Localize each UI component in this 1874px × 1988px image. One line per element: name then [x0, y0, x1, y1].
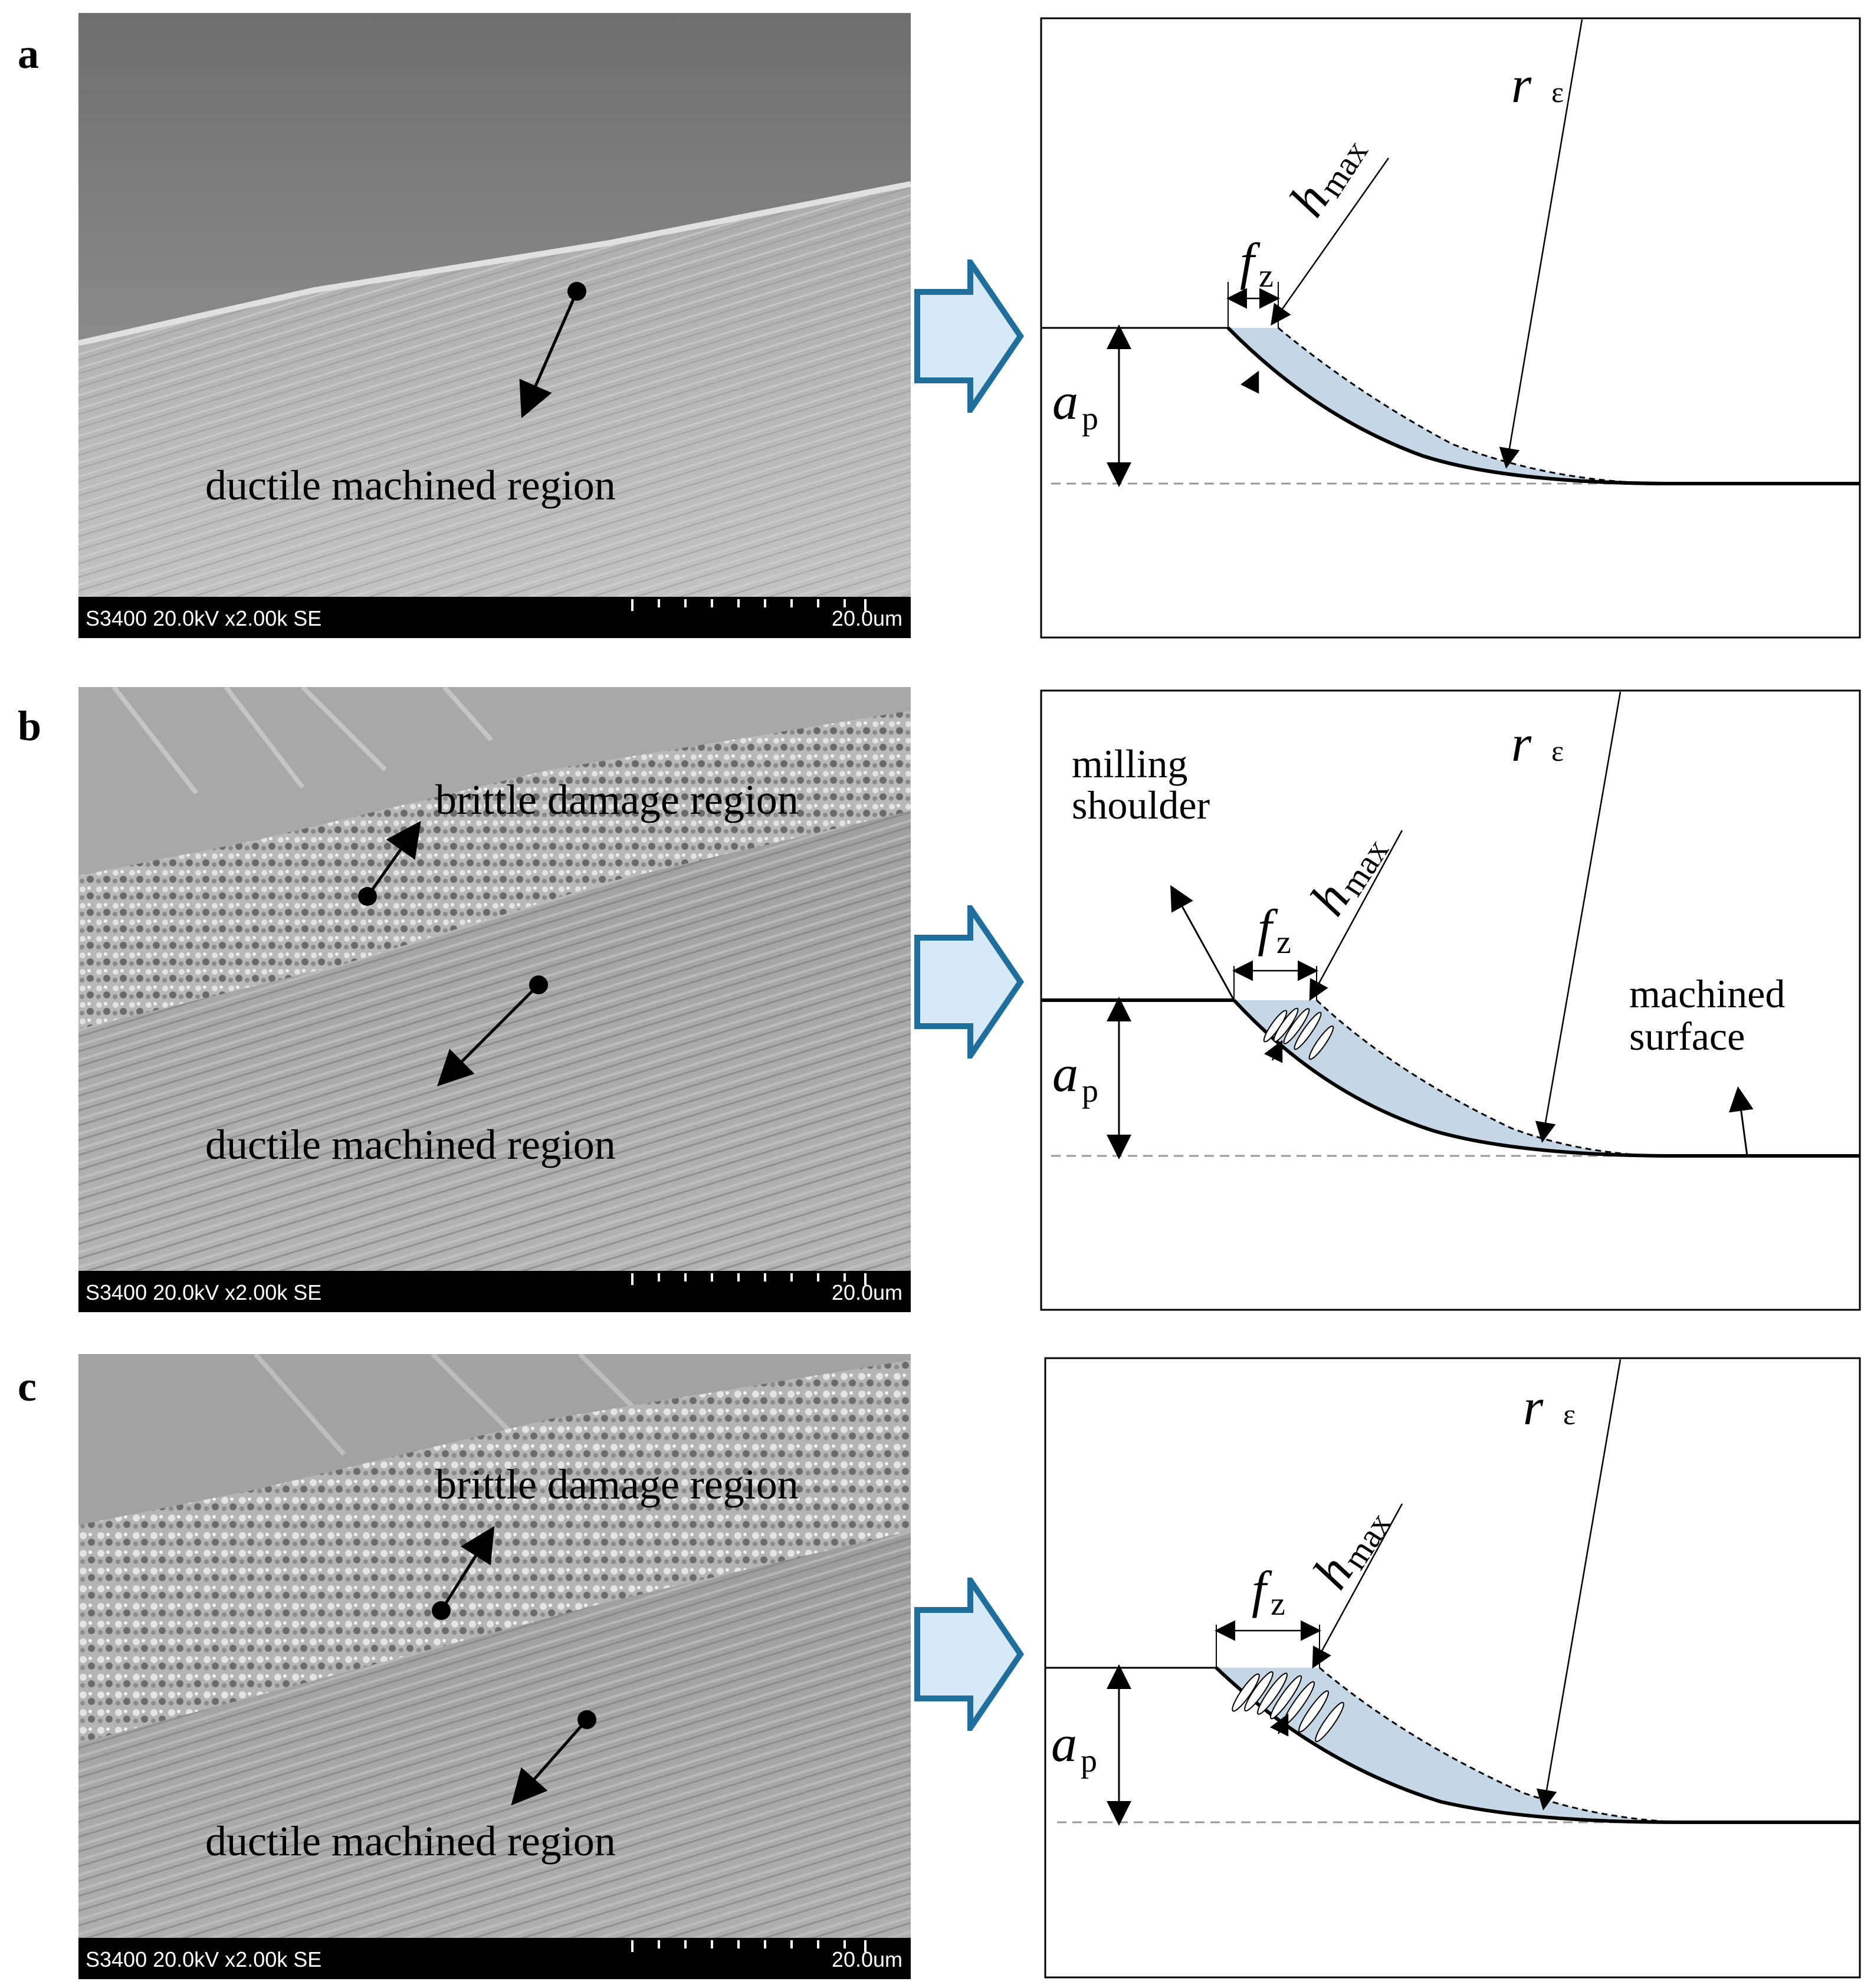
right-arrow-icon	[914, 1578, 1025, 1731]
right-arrow-icon	[914, 259, 1025, 413]
radius-arrow	[1499, 19, 1583, 469]
diagram-c: r ε h max f z a p	[1044, 1357, 1861, 1979]
label-r: r	[1523, 1379, 1544, 1436]
sem-info-bar: S3400 20.0kV x2.00k SE 20.0um	[78, 1938, 911, 1979]
label-epsilon: ε	[1551, 75, 1564, 109]
label-a: a	[1052, 373, 1078, 431]
label-epsilon: ε	[1551, 734, 1564, 767]
hmax-arrow	[1271, 157, 1390, 326]
label-a: a	[1051, 1716, 1077, 1773]
pointer-arrow	[436, 984, 540, 1087]
hmax-arrow	[1309, 830, 1403, 1001]
sem-scale-text: 20.0um	[831, 1947, 902, 1971]
scale-ticks	[631, 599, 867, 611]
chip-area	[1216, 1668, 1682, 1822]
label-r: r	[1511, 57, 1532, 114]
shoulder-pointer	[1170, 885, 1235, 1001]
label-z: z	[1276, 924, 1291, 961]
label-epsilon: ε	[1563, 1398, 1576, 1431]
right-arrow-icon	[914, 905, 1025, 1059]
panel-letter-a: a	[18, 30, 39, 77]
sem-info-bar: S3400 20.0kV x2.00k SE 20.0um	[78, 1271, 911, 1312]
pointer-arrow	[366, 820, 421, 898]
sem-texture	[78, 687, 911, 1312]
label-p: p	[1082, 400, 1098, 437]
sem-image-b: S3400 20.0kV x2.00k SE 20.0um brittle da…	[78, 687, 911, 1312]
label-brittle: brittle damage region	[435, 776, 799, 823]
sem-image-a: S3400 20.0kV x2.00k SE 20.0um ductile ma…	[78, 13, 911, 638]
label-z: z	[1271, 1586, 1285, 1622]
crack-marks	[1263, 1007, 1334, 1060]
pointer-arrow	[519, 290, 579, 419]
radius-arrow	[1535, 691, 1622, 1143]
hmax-arrow	[1312, 1503, 1403, 1669]
pointer-arrow	[439, 1526, 495, 1612]
panel-letter-c: c	[18, 1363, 37, 1410]
sem-texture	[78, 13, 911, 638]
sem-pointer-arrows	[358, 820, 548, 1087]
sem-texture	[78, 1354, 911, 1979]
label-z: z	[1259, 258, 1274, 294]
label-surface: surface	[1629, 1014, 1745, 1059]
sem-info-bar: S3400 20.0kV x2.00k SE 20.0um	[78, 597, 911, 638]
label-brittle: brittle damage region	[435, 1461, 799, 1508]
diagram-b: r ε h max f z milling shoulder machined …	[1040, 689, 1861, 1311]
panel-letter-b: b	[18, 702, 42, 750]
pointer-arrow	[511, 1718, 588, 1806]
surface-pointer	[1728, 1086, 1754, 1156]
sem-image-c: S3400 20.0kV x2.00k SE 20.0um brittle da…	[78, 1354, 911, 1979]
sem-pointer-arrows	[432, 1526, 596, 1806]
sem-scale-text: 20.0um	[831, 1280, 902, 1304]
chip-area	[1234, 1000, 1665, 1156]
radius-arrow	[1536, 1359, 1622, 1810]
label-ductile: ductile machined region	[205, 1818, 616, 1865]
scale-ticks	[631, 1940, 867, 1952]
label-r: r	[1511, 715, 1532, 773]
sem-pointer-arrows	[519, 282, 586, 419]
label-a: a	[1052, 1046, 1078, 1103]
label-shoulder: shoulder	[1072, 783, 1210, 827]
label-machined: machined	[1629, 971, 1785, 1016]
label-ductile: ductile machined region	[205, 1121, 616, 1168]
label-milling: milling	[1072, 741, 1187, 786]
scale-ticks	[631, 1273, 867, 1285]
sem-info-text: S3400 20.0kV x2.00k SE	[86, 606, 322, 630]
sem-info-text: S3400 20.0kV x2.00k SE	[86, 1947, 322, 1971]
diagram-a: r ε h max f z a p	[1040, 17, 1861, 639]
label-ductile: ductile machined region	[205, 462, 616, 509]
sem-scale-text: 20.0um	[831, 606, 902, 630]
crack-marks	[1232, 1671, 1344, 1743]
label-p: p	[1081, 1743, 1097, 1779]
chip-area	[1228, 328, 1665, 484]
label-p: p	[1082, 1073, 1098, 1109]
sem-info-text: S3400 20.0kV x2.00k SE	[86, 1280, 322, 1304]
